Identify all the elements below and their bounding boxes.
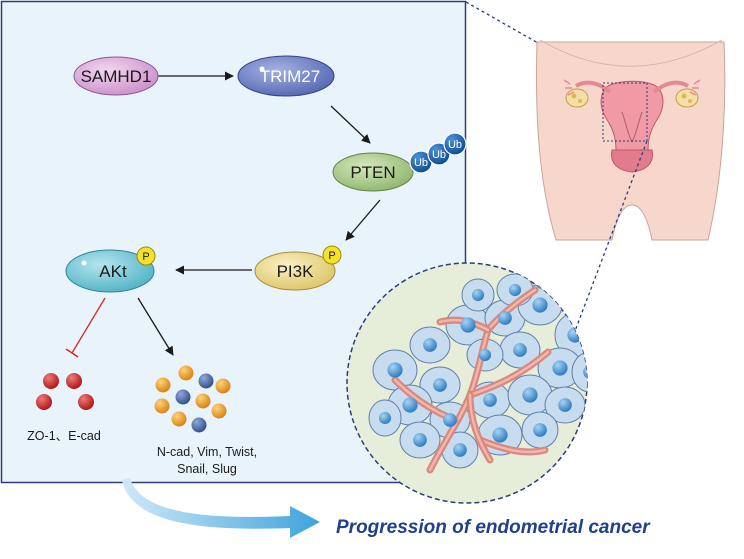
ubiquitin-chain: Ub Ub Ub (409, 132, 467, 174)
cell-nucleus (583, 365, 587, 379)
cell-nucleus (522, 387, 538, 403)
cell-nucleus (433, 378, 447, 392)
cell-nucleus (532, 297, 548, 313)
cell-nucleus (543, 268, 557, 282)
cell-nucleus (460, 317, 476, 333)
cell-nucleus (413, 433, 427, 447)
inhibition-bar (65, 348, 79, 358)
arrow-pten-to-pi3k (345, 199, 381, 241)
node-akt: AKt P (65, 246, 156, 293)
node-trim27: TRIM27 (237, 55, 335, 97)
node-akt-label: AKt (99, 262, 127, 281)
mesenchymal-marker-balls (154, 365, 231, 433)
tumor-cell (531, 263, 569, 292)
epithelial-marker-balls (36, 373, 94, 410)
cell-nucleus (471, 288, 485, 302)
cell-nucleus (443, 413, 457, 427)
cell-nucleus (498, 311, 512, 325)
cell-nucleus (453, 443, 467, 457)
mesenchymal-markers-label-2: Snail, Slug (177, 462, 237, 476)
cell-nucleus (423, 338, 437, 352)
tissue-cells (368, 263, 587, 474)
arrow-akt-to-mesenchymal (137, 297, 174, 356)
blood-vessel-highlight (478, 438, 547, 454)
inhibition-akt-to-epithelial (71, 297, 106, 354)
arrow-trim27-to-pten (330, 105, 371, 144)
node-samhd1-label: SAMHD1 (81, 67, 152, 86)
blood-vessel-highlight (468, 350, 550, 397)
blood-vessel-highlight (468, 393, 492, 462)
phospho-badge-akt: P (142, 251, 149, 263)
progression-caption: Progression of endometrial cancer (336, 517, 651, 538)
ubiquitin-badge-2: Ub (432, 149, 446, 161)
cell-nucleus (483, 393, 497, 407)
node-samhd1: SAMHD1 (73, 56, 159, 96)
node-pten-label: PTEN (350, 163, 395, 182)
cell-nucleus (492, 427, 508, 443)
cell-nucleus (378, 411, 392, 425)
cell-nucleus (513, 343, 527, 357)
node-pi3k-label: PI3K (277, 262, 315, 281)
tumor-cell (571, 351, 587, 393)
cell-nucleus (508, 283, 522, 297)
ubiquitin-badge-3: Ub (448, 139, 462, 151)
mesenchymal-markers-label-1: N-cad, Vim, Twist, (157, 445, 257, 459)
cell-nucleus (387, 362, 403, 378)
uterus-anatomy-illustration (535, 39, 726, 241)
progression-arrow (122, 478, 320, 538)
cell-nucleus (558, 398, 572, 412)
cell-nucleus (552, 360, 568, 376)
phospho-badge-pi3k: P (328, 250, 335, 262)
node-pi3k: PI3K P (254, 245, 342, 291)
ubiquitin-badge-1: Ub (414, 157, 428, 169)
epithelial-markers-label: ZO-1、E-cad (27, 429, 101, 443)
connector-line-top (465, 1, 604, 81)
cell-nucleus (402, 397, 418, 413)
blood-vessel-highlight (486, 288, 537, 332)
tumor-tissue-zoom (346, 262, 588, 504)
cell-nucleus (533, 423, 547, 437)
node-pten: PTEN (332, 152, 414, 192)
node-trim27-label: TRIM27 (260, 67, 320, 86)
connector-line-circle (574, 140, 648, 332)
cell-nucleus (478, 348, 492, 362)
